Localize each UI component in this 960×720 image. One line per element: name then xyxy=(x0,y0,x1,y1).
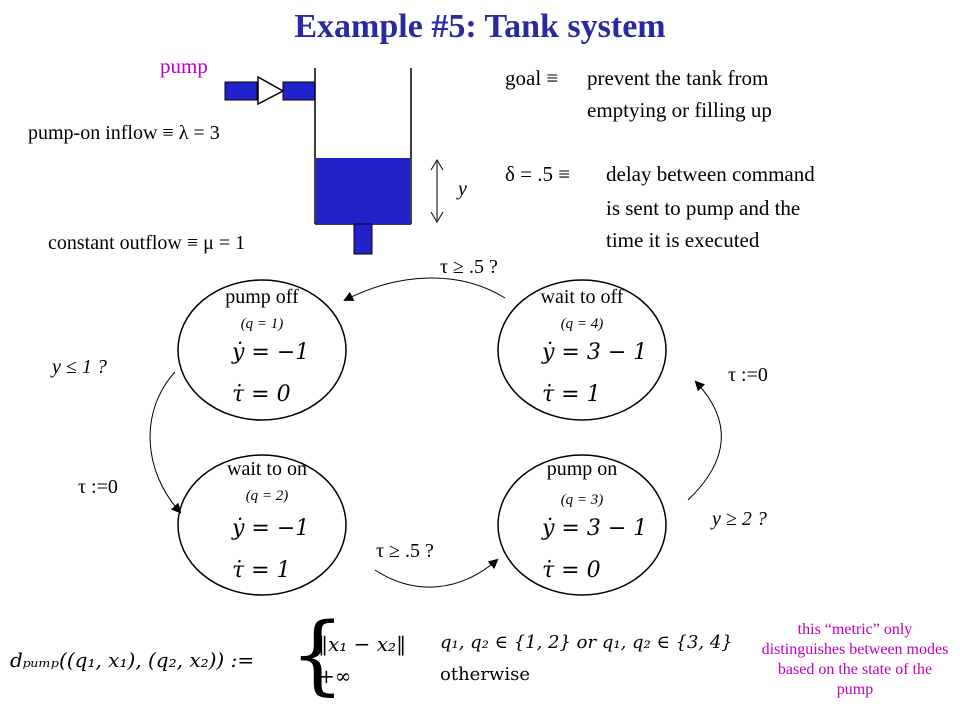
pump-inlet-pipe xyxy=(224,81,258,101)
mode-pump-on-taudot: τ̇ = 0 xyxy=(542,558,601,583)
reset-right: τ :=0 xyxy=(728,364,768,386)
outflow-label: constant outflow ≡ μ = 1 xyxy=(48,232,246,254)
arrow-pump-on-to-wait-off xyxy=(687,380,722,501)
mode-wait-to-off-ydot: ẏ = 3 − 1 xyxy=(542,340,648,365)
level-variable: y xyxy=(458,178,467,200)
mode-wait-to-off-ellipse xyxy=(497,279,667,421)
arrow-wait-off-to-pump-off xyxy=(343,277,506,301)
goal-line-1: prevent the tank from xyxy=(587,66,769,90)
metric-case1-value: ‖x₁ − x₂‖ xyxy=(318,632,407,656)
delay-line-1: delay between command xyxy=(606,162,815,186)
mode-pump-off-q: (q = 1) xyxy=(240,316,284,332)
metric-note: this “metric” only distinguishes between… xyxy=(761,621,949,698)
mode-wait-to-on-q: (q = 2) xyxy=(245,488,289,504)
guard-left: y ≤ 1 ? xyxy=(52,356,107,378)
metric-case2-value: +∞ xyxy=(318,664,352,688)
inflow-label: pump-on inflow ≡ λ = 3 xyxy=(28,122,220,144)
reset-left: τ :=0 xyxy=(78,476,118,498)
guard-bottom: τ ≥ .5 ? xyxy=(376,540,434,562)
mode-pump-off-name: pump off xyxy=(225,286,299,308)
mode-pump-on-ellipse xyxy=(497,454,667,596)
arrow-wait-on-to-pump-on xyxy=(374,558,499,588)
tank-water xyxy=(316,158,410,224)
mode-pump-off-ellipse xyxy=(177,279,347,421)
metric-case2-condition: otherwise xyxy=(440,664,530,685)
guard-right: y ≥ 2 ? xyxy=(712,508,767,530)
mode-wait-to-on-ydot: ẏ = −1 xyxy=(232,516,310,541)
pump-symbol xyxy=(257,75,285,106)
goal-lhs: goal ≡ xyxy=(505,66,559,90)
mode-wait-to-off-q: (q = 4) xyxy=(560,316,604,332)
mode-wait-to-off-taudot: τ̇ = 1 xyxy=(542,382,601,407)
tank-drain-pipe xyxy=(353,223,373,255)
pump-label: pump xyxy=(160,54,208,78)
pump-outlet-pipe xyxy=(282,81,316,101)
delay-line-3: time it is executed xyxy=(606,228,760,252)
arrow-pump-off-to-wait-on xyxy=(149,371,182,514)
metric-brace: { xyxy=(290,605,345,705)
metric-lhs: dₚᵤₘₚ((q₁, x₁), (q₂, x₂)) := xyxy=(10,648,255,672)
metric-case1-condition: q₁, q₂ ∈ {1, 2} or q₁, q₂ ∈ {3, 4} xyxy=(440,632,733,653)
mode-pump-on-name: pump on xyxy=(546,458,618,480)
mode-pump-on-q: (q = 3) xyxy=(560,492,604,508)
mode-wait-to-on-taudot: τ̇ = 1 xyxy=(232,558,291,583)
mode-pump-off-ydot: ẏ = −1 xyxy=(232,340,310,365)
mode-wait-to-off-name: wait to off xyxy=(540,286,624,308)
delay-lhs: δ = .5 ≡ xyxy=(505,162,571,186)
mode-pump-off-taudot: τ̇ = 0 xyxy=(232,382,291,407)
guard-top: τ ≥ .5 ? xyxy=(440,256,498,278)
mode-wait-to-on-name: wait to on xyxy=(227,458,307,480)
delay-line-2: is sent to pump and the xyxy=(606,196,801,220)
mode-wait-to-on-ellipse xyxy=(177,454,347,596)
page-title: Example #5: Tank system xyxy=(294,8,666,45)
mode-pump-on-ydot: ẏ = 3 − 1 xyxy=(542,516,648,541)
goal-line-2: emptying or filling up xyxy=(587,98,772,122)
